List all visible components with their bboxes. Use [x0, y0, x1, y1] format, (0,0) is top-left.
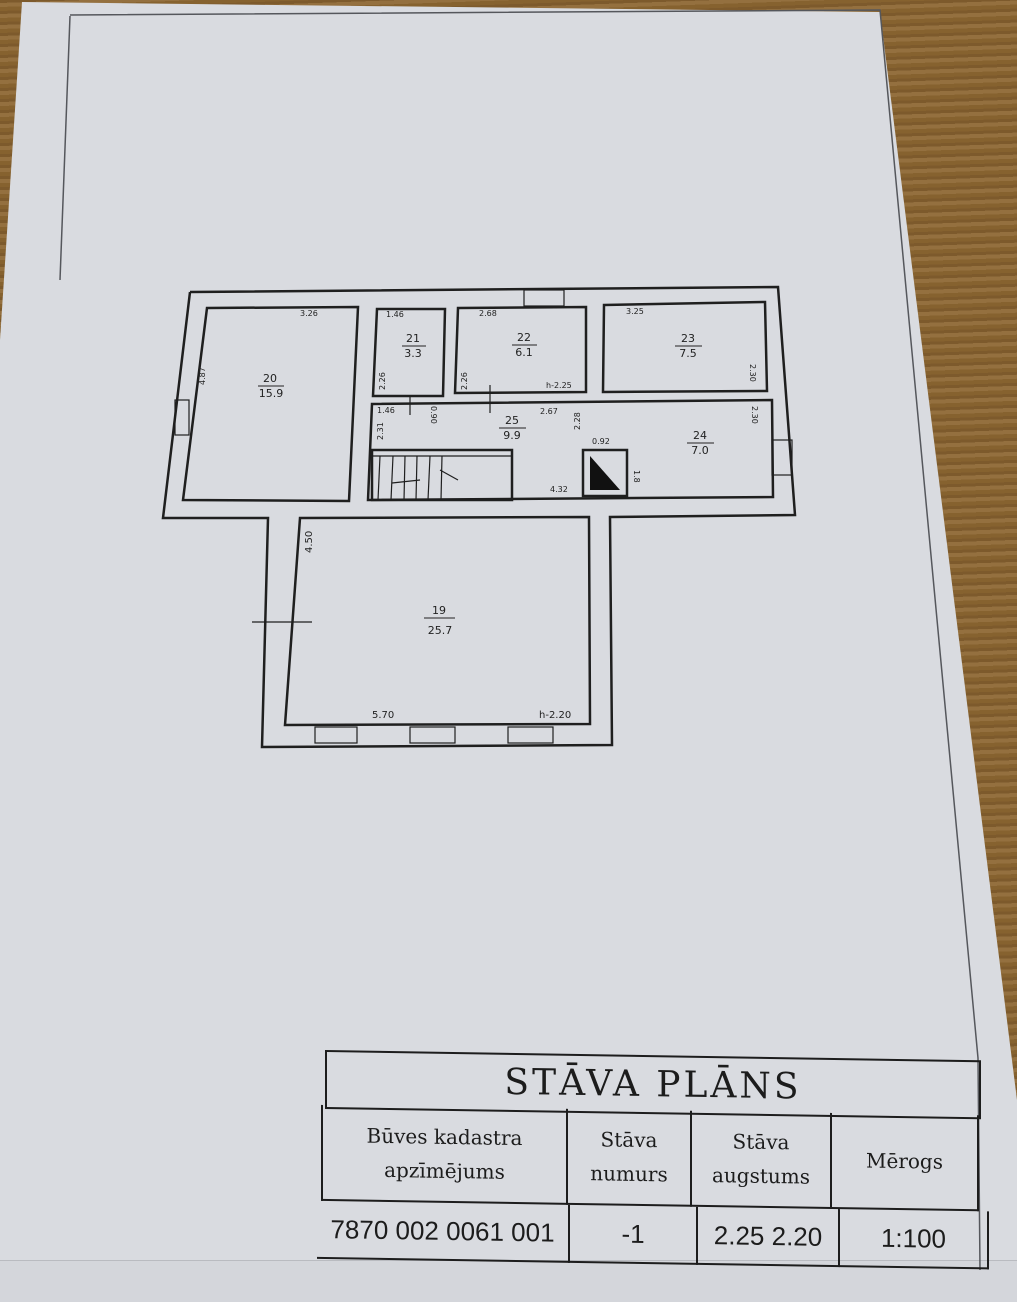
room-22-area: 6.1 [515, 346, 533, 359]
height-label: h-2.25 [546, 381, 572, 390]
dim-label: 2.30 [748, 364, 757, 382]
title-block: STĀVA PLĀNS Būves kadastra apzīmējums St… [317, 1050, 989, 1270]
value-scale: 1:100 [840, 1209, 989, 1270]
room-21-area: 3.3 [404, 347, 422, 360]
dim-label: 1.46 [386, 310, 404, 319]
room-23-number: 23 [681, 332, 695, 345]
room-22-number: 22 [517, 331, 531, 344]
dim-label: 2.26 [378, 372, 387, 390]
dim-label: 3.26 [300, 309, 318, 318]
value-floor-number: -1 [570, 1204, 698, 1265]
room-19-number: 19 [432, 604, 446, 617]
value-floor-height: 2.25 2.20 [698, 1206, 840, 1268]
dim-label: 2.30 [750, 406, 759, 424]
room-24-number: 24 [693, 429, 707, 442]
dim-label: 1.8 [632, 470, 641, 483]
room-19-area: 25.7 [428, 624, 453, 637]
room-25-number: 25 [505, 414, 519, 427]
dim-label: 1.46 [377, 406, 395, 415]
room-20-area: 15.9 [259, 387, 284, 400]
header-cadastral-designation: Būves kadastra apzīmējums [321, 1104, 568, 1205]
height-label: h-2.20 [539, 710, 571, 721]
header-floor-number: Stāva numurs [568, 1108, 692, 1207]
room-23-area: 7.5 [679, 347, 697, 360]
room-25-area: 9.9 [503, 429, 521, 442]
dim-label: 0.90 [429, 406, 438, 424]
dim-label: 2.67 [540, 407, 558, 416]
header-floor-height: Stāva augstums [692, 1110, 832, 1209]
dim-label: 4.50 [304, 531, 315, 553]
dim-label: 2.26 [460, 372, 469, 390]
dim-label: 2.68 [479, 309, 497, 318]
dim-label: 4.32 [550, 485, 568, 494]
dim-label: 3.25 [626, 307, 644, 316]
dim-label: 5.70 [372, 710, 394, 721]
room-20-number: 20 [263, 372, 277, 385]
room-21-number: 21 [406, 332, 420, 345]
paper-sheet-lower [0, 1260, 1017, 1302]
dim-label: 4.87 [198, 367, 207, 385]
dim-label: 2.28 [573, 412, 582, 430]
dim-label: 2.31 [376, 422, 385, 440]
header-scale: Mērogs [832, 1112, 979, 1212]
dim-label: 0.92 [592, 437, 610, 446]
room-24-area: 7.0 [691, 444, 709, 457]
value-cadastral-designation: 7870 002 0061 001 [317, 1200, 570, 1263]
